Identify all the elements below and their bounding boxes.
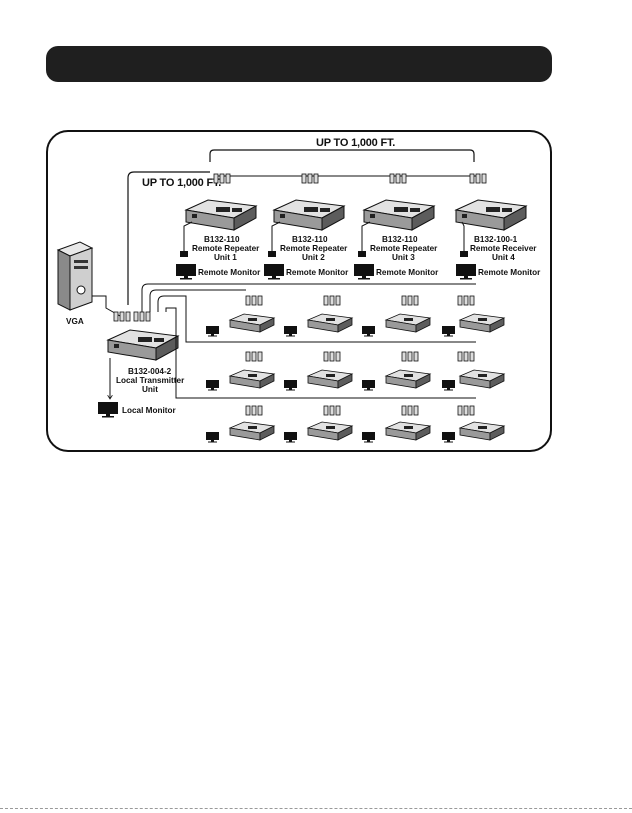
page-bottom-rule [0,808,632,809]
distance-line-left [128,172,210,305]
svg-text:B132-004-2: B132-004-2 [128,367,172,376]
chain-label-2: B132-110 Remote Repeater Unit 2 [280,235,348,262]
svg-text:Remote Monitor: Remote Monitor [286,268,349,277]
remote-monitor-1: Remote Monitor [176,264,261,280]
local-transmitter [108,312,178,360]
svg-text:Local Transmitter: Local Transmitter [116,376,185,385]
svg-text:Local Monitor: Local Monitor [122,406,176,415]
distance-label-left: UP TO 1,000 FT. [142,177,221,189]
svg-text:Remote Monitor: Remote Monitor [376,268,439,277]
remote-monitor-3: Remote Monitor [354,264,439,280]
svg-text:Remote Repeater: Remote Repeater [370,244,438,253]
svg-text:Unit 2: Unit 2 [302,253,325,262]
distance-label-top: UP TO 1,000 FT. [316,137,395,149]
svg-text:Remote Repeater: Remote Repeater [192,244,260,253]
section-header-bar [46,46,552,82]
svg-text:B132-110: B132-110 [292,235,328,244]
vga-source-computer [58,242,92,310]
remote-monitor-2: Remote Monitor [264,264,349,280]
distance-bracket-top [210,150,474,162]
svg-text:Remote Monitor: Remote Monitor [198,268,261,277]
svg-text:Unit 1: Unit 1 [214,253,237,262]
svg-text:Remote Receiver: Remote Receiver [470,244,537,253]
svg-text:B132-110: B132-110 [204,235,240,244]
svg-text:Unit 4: Unit 4 [492,253,515,262]
vga-label: VGA [66,317,84,326]
svg-text:B132-100-1: B132-100-1 [474,235,518,244]
svg-text:Unit 3: Unit 3 [392,253,415,262]
connection-diagram: UP TO 1,000 FT. UP TO 1,000 FT. B132-110… [46,130,552,452]
chain-label-4: B132-100-1 Remote Receiver Unit 4 [470,235,537,262]
local-monitor: Local Monitor [98,402,176,418]
svg-text:Remote Monitor: Remote Monitor [478,268,541,277]
svg-text:Remote Repeater: Remote Repeater [280,244,348,253]
svg-text:Unit: Unit [142,385,158,394]
chain-label-3: B132-110 Remote Repeater Unit 3 [370,235,438,262]
chain-label-1: B132-110 Remote Repeater Unit 1 [192,235,260,262]
transmitter-label: B132-004-2 Local Transmitter Unit [116,367,185,394]
device-grid [206,296,504,443]
svg-text:B132-110: B132-110 [382,235,418,244]
remote-monitor-4: Remote Monitor [456,264,541,280]
